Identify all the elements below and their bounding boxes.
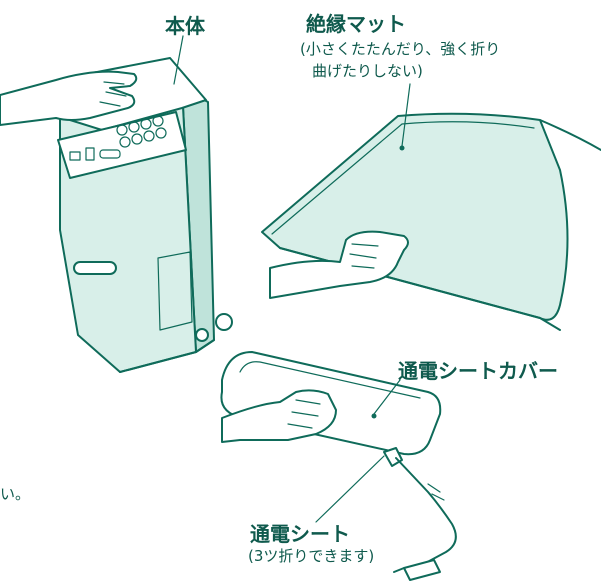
insulation-mat — [261, 112, 601, 331]
electrode-sheet-note: (3ツ折りできます) — [248, 547, 375, 565]
insulation-mat-note-line1: (小さくたたんだり、強く折り — [300, 40, 501, 58]
hand-on-unit — [0, 70, 138, 126]
control-buttons — [69, 115, 167, 161]
front-handle-slot — [73, 261, 117, 275]
main-unit-label: 本体 — [165, 14, 205, 38]
leader-lines — [173, 35, 411, 523]
electrode-sheet-label: 通電シート — [250, 522, 350, 546]
hand-on-sheet — [221, 389, 337, 443]
sheet-cover-label: 通電シートカバー — [398, 359, 558, 383]
sheet-cable — [383, 447, 457, 581]
cut-off-text-fragment: い。 — [0, 485, 31, 503]
insulation-mat-label: 絶縁マット — [306, 12, 406, 36]
insulation-mat-note-line2: 曲げたりしない) — [312, 62, 423, 80]
hand-on-mat — [269, 230, 409, 299]
